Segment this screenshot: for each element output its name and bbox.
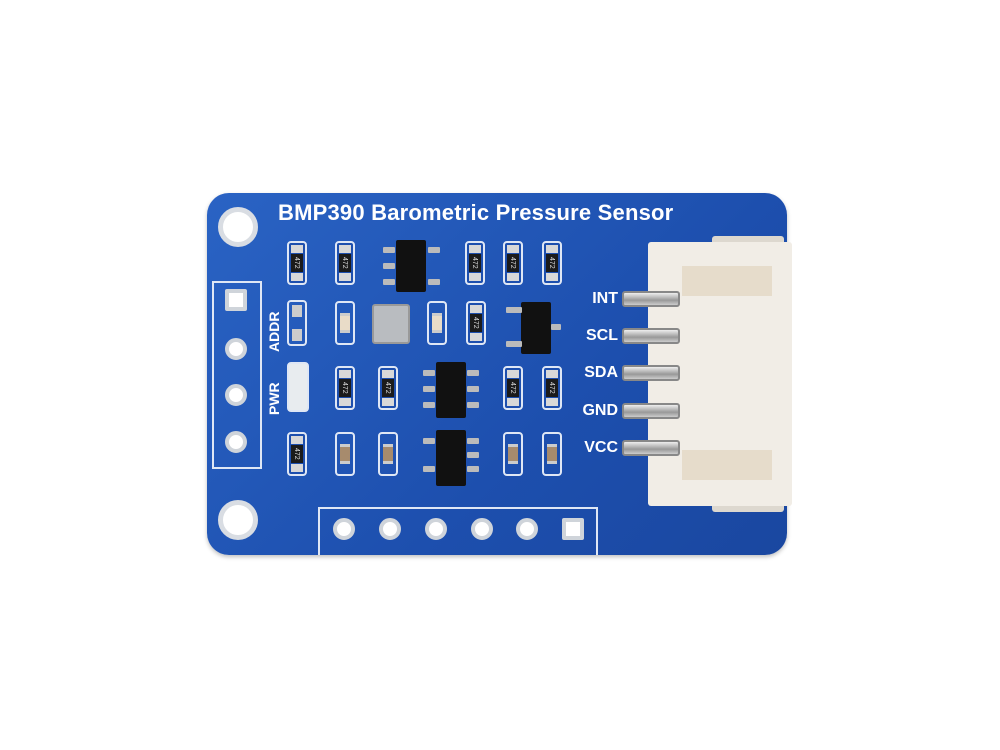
resistor: 472 xyxy=(287,241,307,285)
ic-pin xyxy=(428,279,440,285)
resistor: 472 xyxy=(465,241,485,285)
ic-pin xyxy=(467,402,479,408)
ic-pin xyxy=(467,452,479,458)
pin-label-scl: SCL xyxy=(586,327,618,344)
capacitor xyxy=(335,432,355,476)
header-pad-square xyxy=(225,289,247,311)
header-pad xyxy=(225,431,247,453)
ic-pin xyxy=(423,370,435,376)
resistor: 472 xyxy=(335,241,355,285)
ic-pin xyxy=(423,466,435,472)
addr-label: ADDR xyxy=(266,311,282,352)
resistor: 472 xyxy=(466,301,486,345)
resistor: 472 xyxy=(335,366,355,410)
ic-pin xyxy=(467,386,479,392)
board-title: BMP390 Barometric Pressure Sensor xyxy=(278,200,674,225)
pin-label-gnd: GND xyxy=(582,402,618,419)
ic-pin xyxy=(428,247,440,253)
ic-pin xyxy=(467,370,479,376)
bmp390-sensor xyxy=(372,304,410,344)
pwr-label: PWR xyxy=(266,382,282,415)
ic-pin xyxy=(423,386,435,392)
mounting-hole xyxy=(218,207,258,247)
connector-pin xyxy=(622,328,680,344)
jumper-pad xyxy=(292,305,302,317)
bottom-header-outline xyxy=(318,507,598,555)
ic-pin xyxy=(467,466,479,472)
header-pad xyxy=(333,518,355,540)
ic-pin xyxy=(383,279,395,285)
capacitor xyxy=(427,301,447,345)
header-pad xyxy=(425,518,447,540)
ic-pin xyxy=(423,402,435,408)
capacitor xyxy=(378,432,398,476)
capacitor xyxy=(335,301,355,345)
ic-pin xyxy=(467,438,479,444)
connector-pin xyxy=(622,440,680,456)
ic-chip xyxy=(396,240,426,292)
ic-pin xyxy=(551,324,561,330)
resistor: 472 xyxy=(378,366,398,410)
header-pad xyxy=(225,384,247,406)
power-led xyxy=(287,362,309,412)
pin-label-sda: SDA xyxy=(584,364,618,381)
resistor: 472 xyxy=(503,366,523,410)
pin-label-int: INT xyxy=(592,290,618,307)
resistor: 472 xyxy=(287,432,307,476)
header-pad-square xyxy=(562,518,584,540)
capacitor xyxy=(542,432,562,476)
connector-latch xyxy=(682,450,772,480)
ic-pin xyxy=(383,247,395,253)
ic-pin xyxy=(506,307,522,313)
ic-pin xyxy=(506,341,522,347)
connector-pin xyxy=(622,365,680,381)
resistor: 472 xyxy=(503,241,523,285)
header-pad xyxy=(225,338,247,360)
connector-pin xyxy=(622,291,680,307)
pin-label-vcc: VCC xyxy=(584,439,618,456)
jumper-pad xyxy=(292,329,302,341)
capacitor xyxy=(503,432,523,476)
connector-pin xyxy=(622,403,680,419)
ic-pin xyxy=(383,263,395,269)
addr-jumper xyxy=(287,300,307,346)
connector-latch xyxy=(682,266,772,296)
header-pad xyxy=(379,518,401,540)
ic-chip xyxy=(436,362,466,418)
ic-chip xyxy=(436,430,466,486)
header-pad xyxy=(471,518,493,540)
mounting-hole xyxy=(218,500,258,540)
header-pad xyxy=(516,518,538,540)
resistor: 472 xyxy=(542,366,562,410)
left-header-outline xyxy=(212,281,262,469)
transistor xyxy=(521,302,551,354)
resistor: 472 xyxy=(542,241,562,285)
ic-pin xyxy=(423,438,435,444)
